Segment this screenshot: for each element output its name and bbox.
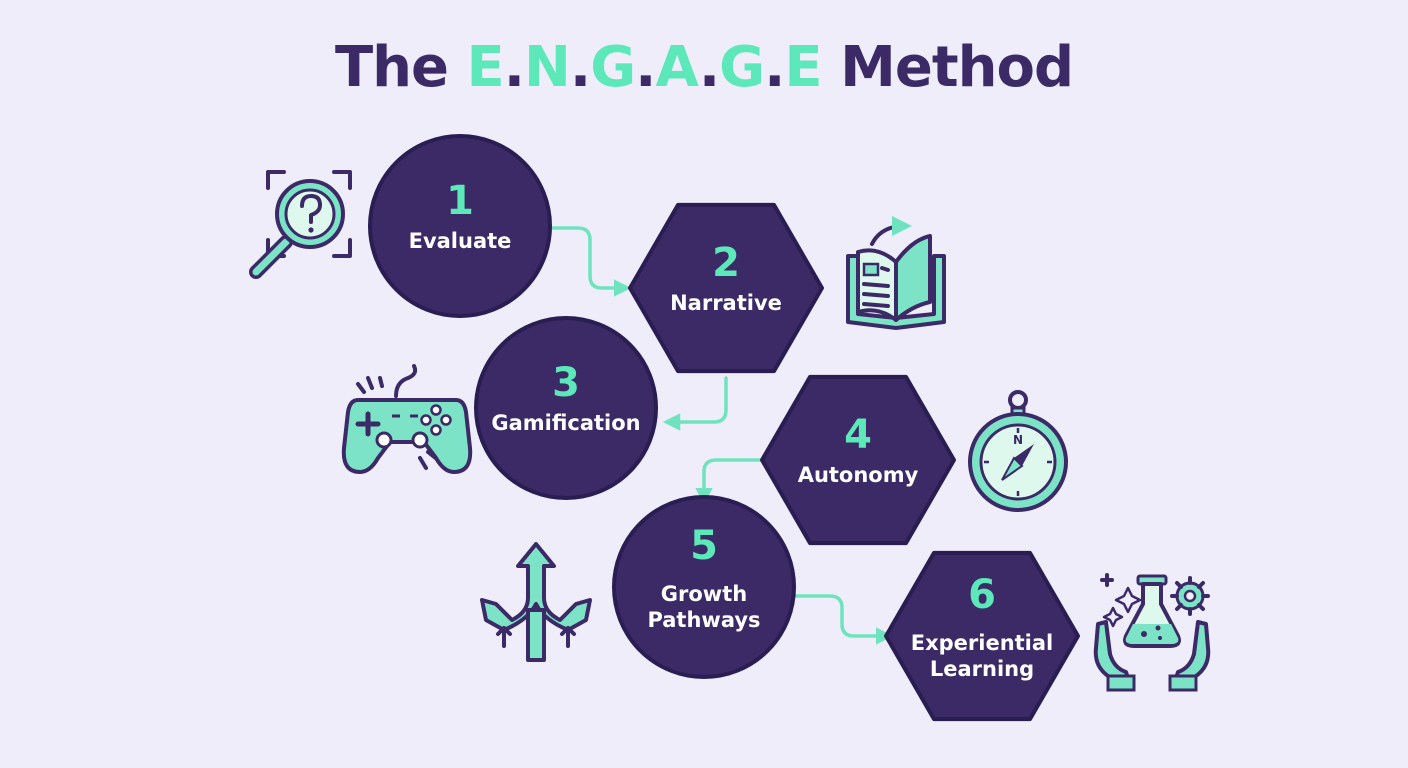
- title-separator: .: [635, 35, 656, 100]
- flask-hands-icon: [1093, 573, 1211, 692]
- connector-4-5: [695, 458, 772, 506]
- step-6-label: Learning: [930, 657, 1034, 681]
- step-2-number: 2: [712, 240, 740, 286]
- step-3-number: 3: [552, 360, 580, 406]
- step-6-number: 6: [968, 572, 996, 618]
- step-2-label: Narrative: [670, 291, 782, 315]
- branching-arrows-icon: [480, 542, 592, 662]
- step-6-shape: [884, 550, 1080, 722]
- connector-5-6: [794, 594, 894, 645]
- title-acronym-letter: E: [466, 35, 505, 100]
- connector-1-2: [550, 226, 632, 297]
- step-4-number: 4: [844, 412, 872, 458]
- title-acronym-letter: A: [655, 35, 699, 100]
- step-5-label: Pathways: [647, 608, 760, 632]
- title-prefix: The: [334, 35, 467, 100]
- step-3-label: Gamification: [491, 411, 640, 435]
- svg-text:N: N: [1013, 433, 1023, 447]
- page-title: The E.N.G.A.G.E Method: [0, 32, 1408, 104]
- title-separator: .: [764, 35, 785, 100]
- step-3-shape: [474, 316, 658, 500]
- gamepad-icon: [341, 364, 473, 474]
- step-4-label: Autonomy: [798, 463, 919, 487]
- step-1-shape: [368, 134, 552, 318]
- step-4-shape: [760, 374, 956, 546]
- title-acronym-letter: G: [590, 35, 636, 100]
- step-2-shape: [628, 202, 824, 374]
- open-book-icon: [846, 216, 946, 330]
- title-separator: .: [698, 35, 720, 100]
- title-acronym-letter: E: [784, 35, 822, 100]
- step-1-number: 1: [446, 178, 474, 224]
- connector-2-3: [662, 376, 728, 431]
- title-separator: .: [503, 35, 525, 100]
- step-5-number: 5: [690, 523, 718, 569]
- title-acronym-letter: G: [719, 35, 765, 100]
- step-1-label: Evaluate: [409, 229, 512, 253]
- step-5-label: Growth: [661, 582, 747, 606]
- title-separator: .: [569, 35, 591, 100]
- title-suffix: Method: [821, 35, 1074, 100]
- step-6-label: Experiential: [911, 631, 1054, 655]
- title-acronym-letter: N: [524, 35, 571, 100]
- magnifier-question-icon: [249, 170, 352, 279]
- step-5-shape: [612, 495, 796, 679]
- connectors: [550, 226, 894, 645]
- compass-icon: N: [968, 390, 1068, 512]
